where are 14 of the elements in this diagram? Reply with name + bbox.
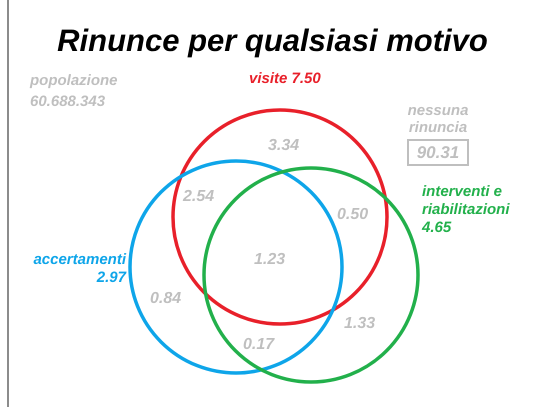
set-label: accertamenti 2.97 bbox=[32, 251, 126, 287]
title: Rinunce per qualsiasi motivo bbox=[56, 22, 489, 60]
region-value: 2.54 bbox=[183, 187, 214, 207]
set-label: interventi e riabilitazioni 4.65 bbox=[422, 183, 511, 237]
region-value: 1.33 bbox=[344, 314, 376, 334]
region-value: 0.84 bbox=[150, 289, 182, 309]
value-box: 90.31 bbox=[406, 139, 470, 166]
region-value: 1.23 bbox=[254, 250, 286, 270]
population-note: popolazione 60.688.343 bbox=[30, 71, 118, 112]
set-label: visite 7.50 bbox=[249, 70, 322, 88]
region-value: 3.34 bbox=[268, 136, 300, 156]
region-value: 0.17 bbox=[243, 335, 274, 355]
category-label: nessuna rinuncia bbox=[406, 102, 470, 136]
region-value: 0.50 bbox=[337, 205, 368, 225]
